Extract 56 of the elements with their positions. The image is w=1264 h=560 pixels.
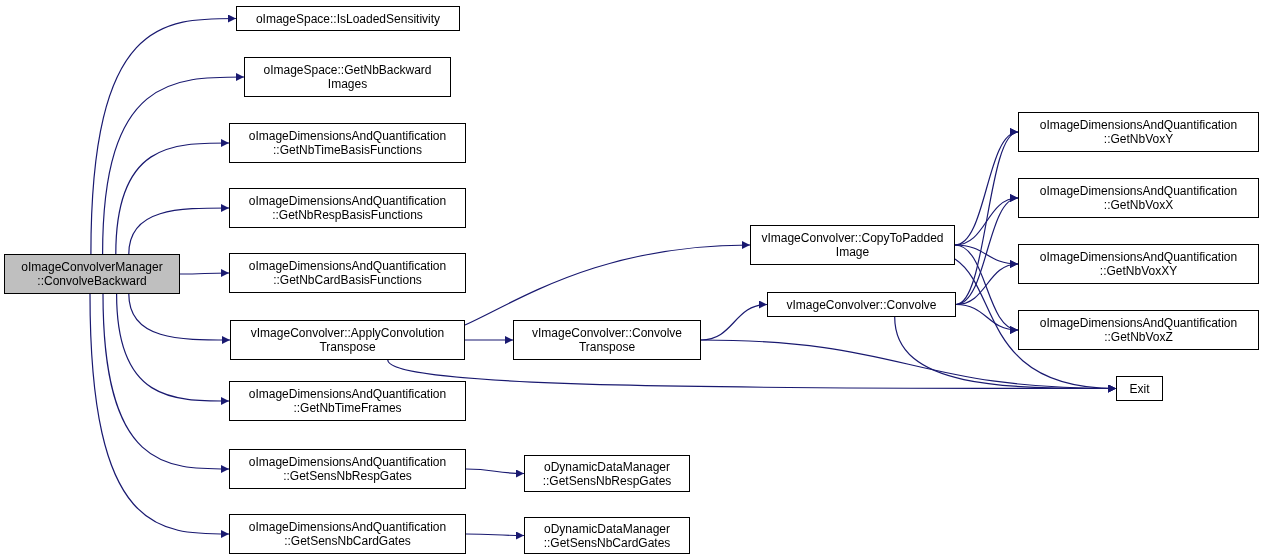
call-arrow	[102, 293, 230, 473]
function-box	[230, 320, 465, 360]
function-name: oImageDimensionsAndQuantification ::GetNbVoxX	[1038, 184, 1239, 212]
function-box	[4, 254, 180, 294]
function-box	[236, 6, 460, 31]
function-box	[229, 449, 466, 489]
function-box	[524, 517, 690, 554]
function-name: vImageConvolver::Convolve	[786, 297, 937, 312]
function-box	[229, 123, 466, 163]
function-box	[229, 253, 466, 293]
function-name: vImageConvolver::Convolve Transpose	[530, 326, 684, 354]
call-arrow	[128, 293, 231, 344]
call-arrow	[464, 241, 751, 326]
call-arrow	[464, 336, 514, 344]
function-box	[513, 320, 701, 360]
function-name: oImageDimensionsAndQuantification ::GetNbCardBasisFunctions	[247, 259, 448, 287]
function-name: oDynamicDataManager ::GetSensNbCardGates	[542, 521, 672, 550]
function-box	[1018, 310, 1259, 350]
call-arrow	[894, 316, 1117, 393]
function-name: oImageDimensionsAndQuantification ::GetNbVoxY	[1038, 118, 1239, 146]
call-arrow	[128, 204, 230, 255]
call-arrow	[955, 131, 1019, 306]
call-arrow	[102, 73, 245, 255]
function-name: oImageDimensionsAndQuantification ::GetNbVoxXY	[1038, 250, 1239, 278]
function-box	[229, 188, 466, 228]
function-name: Exit	[1129, 381, 1150, 396]
function-name: oImageSpace::IsLoadedSensitivity	[255, 11, 441, 26]
function-box	[1116, 376, 1163, 401]
function-name: oImageDimensionsAndQuantification ::GetSensNbRespGates	[247, 455, 448, 483]
function-box	[750, 225, 955, 265]
function-name: vImageConvolver::CopyToPadded Image	[760, 231, 945, 259]
function-name: oDynamicDataManager ::GetSensNbRespGates	[541, 459, 673, 488]
function-name: oImageDimensionsAndQuantification ::GetNbVoxZ	[1038, 316, 1239, 344]
call-arrow	[179, 269, 230, 278]
function-box	[524, 455, 690, 492]
call-arrow	[465, 468, 525, 478]
call-arrow	[116, 293, 230, 405]
function-box	[244, 57, 451, 97]
call-arrow	[465, 531, 525, 540]
call-arrow	[115, 139, 230, 255]
function-box	[1018, 244, 1259, 284]
function-box	[767, 292, 956, 317]
call-arrow	[89, 293, 230, 538]
call-arrow	[90, 14, 237, 255]
function-name: oImageDimensionsAndQuantification ::GetNbTimeFrames	[247, 387, 448, 415]
function-name: oImageSpace::GetNbBackward Images	[262, 63, 433, 91]
call-arrow	[955, 303, 1019, 334]
function-box	[1018, 112, 1259, 152]
function-box	[229, 514, 466, 554]
function-box	[1018, 178, 1259, 218]
function-name: oImageDimensionsAndQuantification ::GetSensNbCardGates	[247, 520, 448, 548]
function-name: oImageDimensionsAndQuantification ::GetNbTimeBasisFunctions	[247, 129, 448, 157]
function-name: oImageDimensionsAndQuantification ::GetNbRespBasisFunctions	[247, 194, 448, 222]
function-name: oImageConvolverManager ::ConvolveBackward	[20, 260, 164, 288]
function-box	[229, 381, 466, 421]
function-name: vImageConvolver::ApplyConvolution Transpose	[249, 326, 446, 354]
